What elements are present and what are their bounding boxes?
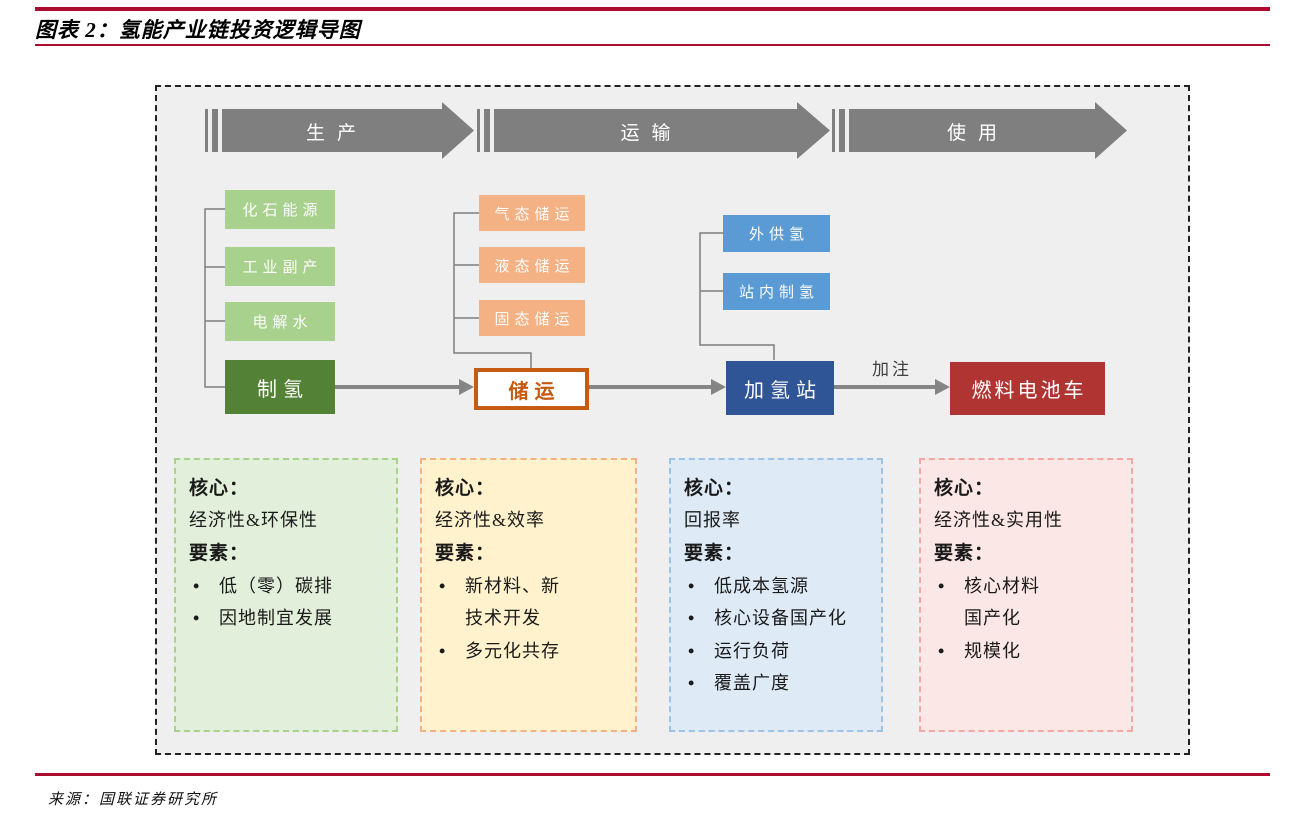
top-red-rule [35, 7, 1270, 11]
production-source-box: 工业副产 [225, 247, 335, 286]
panel-core-label: 核心： [435, 478, 496, 499]
stage-label-use: 使用 [946, 122, 1009, 144]
factor-item: 因地制宜发展 [189, 602, 383, 635]
panel-factors-label: 要素： [934, 542, 995, 564]
factor-item: 核心材料 国产化 [934, 570, 1118, 635]
node-fuel-cell-vehicle: 燃料电池车 [950, 362, 1105, 415]
source-rule [35, 773, 1270, 776]
panel-factor-list: 低成本氢源 核心设备国产化 运行负荷 覆盖广度 [684, 570, 868, 700]
factor-item: 新材料、新 技术开发 [435, 570, 622, 635]
tree-connectors [204, 208, 775, 388]
panel-production: 核心： 经济性&环保性 要素： 低（零）碳排 因地制宜发展 [174, 458, 398, 732]
storage-mode-box: 气态储运 [479, 195, 585, 231]
source-text: 来源：国联证券研究所 [48, 792, 219, 808]
flow-arrow-heads [459, 379, 950, 395]
panel-factor-list: 核心材料 国产化 规模化 [934, 570, 1118, 668]
panel-factors-label: 要素： [189, 542, 250, 564]
panel-factor-list: 低（零）碳排 因地制宜发展 [189, 570, 383, 635]
production-source-box: 化石能源 [225, 190, 335, 229]
station-supply-box: 外供氢 [723, 215, 830, 252]
storage-mode-box: 固态储运 [479, 300, 585, 336]
factor-item: 核心设备国产化 [684, 602, 868, 635]
panel-core-text: 经济性&实用性 [934, 510, 1064, 531]
node-storage-transport: 储运 [474, 368, 589, 410]
panel-vehicle: 核心： 经济性&实用性 要素： 核心材料 国产化 规模化 [919, 458, 1133, 732]
panel-factor-list: 新材料、新 技术开发 多元化共存 [435, 570, 622, 668]
node-hydrogen-production: 制氢 [225, 360, 335, 414]
station-supply-box: 站内制氢 [723, 273, 830, 310]
factor-item: 低（零）碳排 [189, 570, 383, 603]
panel-storage: 核心： 经济性&效率 要素： 新材料、新 技术开发 多元化共存 [420, 458, 637, 732]
factor-item: 低成本氢源 [684, 570, 868, 603]
panel-core-text: 经济性&效率 [435, 510, 546, 531]
production-source-box: 电解水 [225, 302, 335, 341]
stage-label-production: 生产 [305, 122, 368, 144]
stage-arrow-shapes [205, 102, 1127, 159]
panel-factors-label: 要素： [684, 542, 745, 564]
diagram-shapes [204, 102, 1127, 395]
storage-mode-box: 液态储运 [479, 247, 585, 283]
panel-core-label: 核心： [189, 478, 250, 499]
factor-item: 运行负荷 [684, 635, 868, 668]
refuel-edge-label: 加注 [872, 359, 912, 379]
panel-core-label: 核心： [934, 478, 995, 499]
panel-factors-label: 要素： [435, 542, 496, 564]
panel-core-text: 经济性&环保性 [189, 510, 319, 531]
factor-item: 多元化共存 [435, 635, 622, 668]
panel-core-text: 回报率 [684, 510, 741, 531]
panel-core-label: 核心： [684, 478, 745, 499]
factor-item: 覆盖广度 [684, 667, 868, 700]
figure-title: 图表 2：氢能产业链投资逻辑导图 [35, 18, 361, 42]
node-refueling-station: 加氢站 [726, 361, 834, 415]
factor-item: 规模化 [934, 635, 1118, 668]
stage-label-transport: 运输 [620, 122, 683, 144]
panel-station: 核心： 回报率 要素： 低成本氢源 核心设备国产化 运行负荷 覆盖广度 [669, 458, 883, 732]
title-underline-rule [35, 44, 1270, 46]
